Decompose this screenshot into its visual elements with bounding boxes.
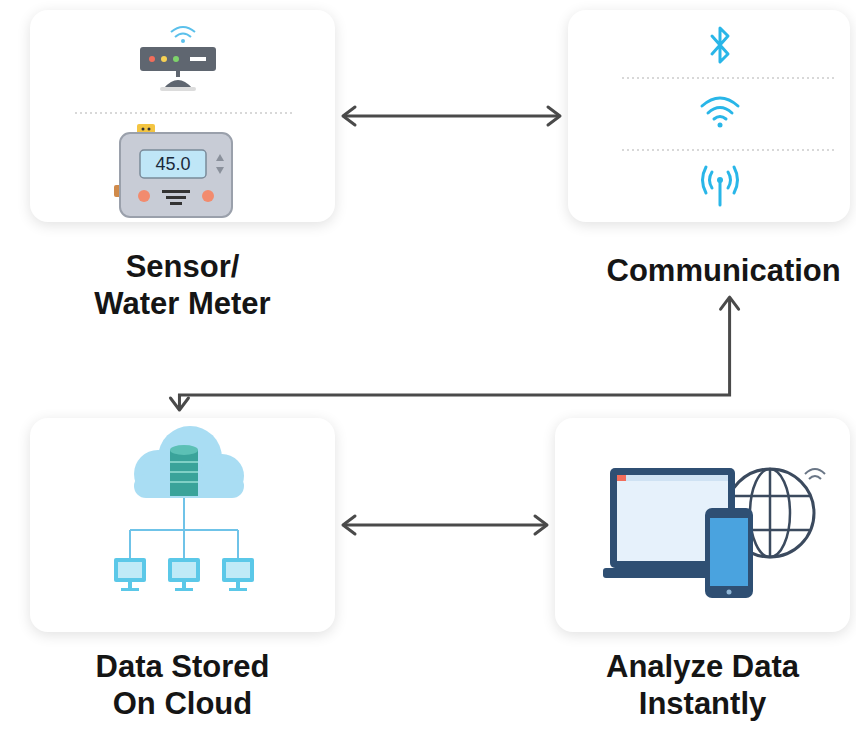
connector-arrow [343,516,547,534]
node-label: Sensor/ Water Meter [80,248,285,322]
communication-card: Communication [568,10,850,289]
card-illustration [555,418,850,632]
node-label: Communication [607,252,812,289]
arrowhead [343,516,355,534]
icon-card [30,418,335,632]
connector-arrow [343,107,560,125]
card-illustration [30,10,335,222]
router-icon [140,27,216,91]
arrowhead [343,107,355,125]
node-label: Data Stored On Cloud [80,648,285,722]
connector-line [343,115,560,118]
card-illustration [30,418,335,632]
arrowhead [721,297,739,309]
icon-card [568,10,850,222]
arrowhead [535,516,547,534]
water-meter-icon [114,124,232,217]
connector-line [343,524,547,527]
cloud-icon [114,426,254,591]
analyze-card: Analyze Data Instantly [555,418,850,722]
icon-card [555,418,850,632]
devices-icon [603,468,825,598]
card-illustration [568,10,850,222]
arrowhead [548,107,560,125]
cloud-card: Data Stored On Cloud [30,418,335,722]
meter-reading: 45.0 [155,154,190,175]
arrowhead [170,398,188,410]
node-label: Analyze Data Instantly [600,648,805,722]
divider [75,112,295,114]
icon-card [30,10,335,222]
communication-icons [702,28,738,205]
